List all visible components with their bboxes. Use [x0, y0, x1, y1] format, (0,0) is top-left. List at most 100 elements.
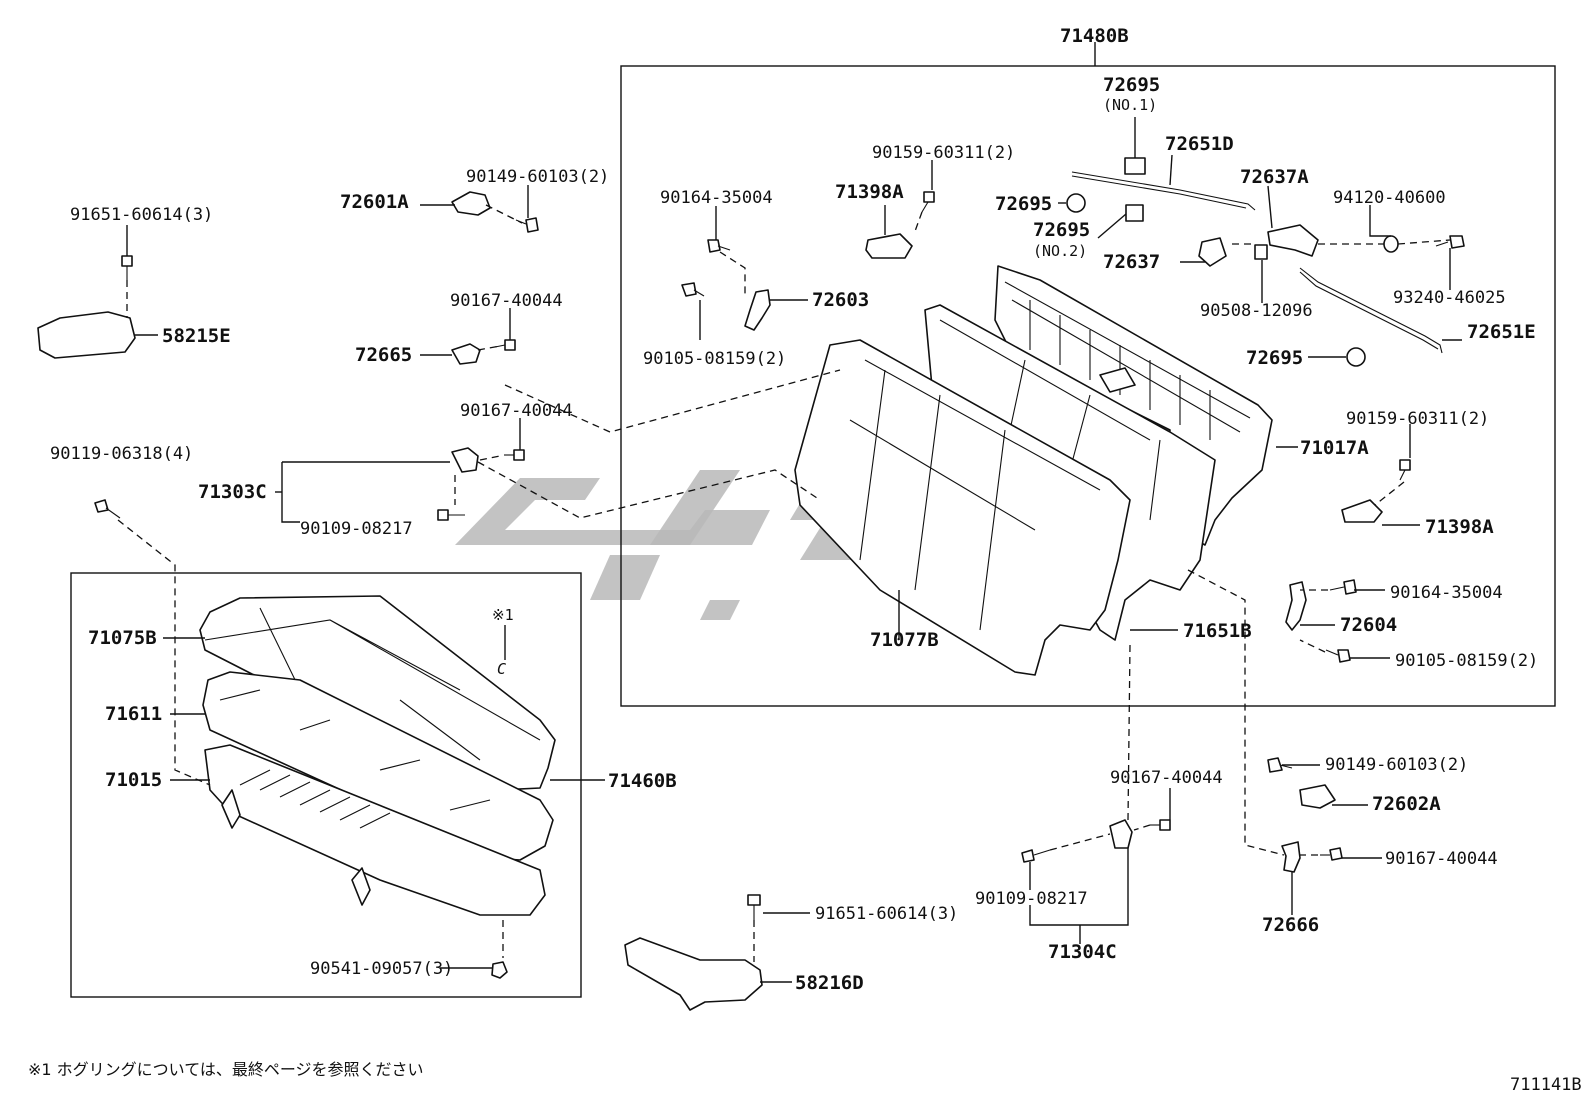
cap-72695-b: [1346, 347, 1366, 367]
bracket-72601A: [451, 191, 491, 216]
screw-90167-c: [1150, 819, 1171, 831]
dashed-lines: [117, 204, 1451, 962]
label-72651E: 72651E: [1467, 321, 1536, 343]
label-71651B: 71651B: [1183, 620, 1252, 642]
screw-90167-d: [1320, 847, 1343, 861]
cover-71398A-right: [1341, 499, 1383, 523]
bolt-93240: [1435, 235, 1465, 249]
washer-94120: [1383, 235, 1399, 253]
label-58215E: 58215E: [162, 325, 231, 347]
label-90149-60103-right: 90149-60103(2): [1325, 755, 1468, 775]
label-90159-60311-right: 90159-60311(2): [1346, 409, 1489, 429]
label-93240-46025: 93240-46025: [1393, 288, 1506, 308]
seatback-cover: [794, 339, 1131, 676]
label-72666: 72666: [1262, 914, 1319, 936]
label-72695-no2-sub: (NO.2): [1033, 242, 1087, 260]
label-71077B: 71077B: [870, 629, 939, 651]
nut-90541: [491, 961, 508, 979]
label-71398A-right: 71398A: [1425, 516, 1494, 538]
label-90164-35004-top: 90164-35004: [660, 188, 773, 208]
label-72665: 72665: [355, 344, 412, 366]
cover-71398A-top: [865, 233, 913, 259]
label-72695-no1-sub: (NO.1): [1103, 96, 1157, 114]
label-71303C: 71303C: [198, 481, 267, 503]
bolt-90109-b: [1021, 849, 1051, 863]
label-91651-60614-bottom: 91651-60614(3): [815, 904, 958, 924]
hook-72666: [1281, 841, 1301, 873]
footnote: ※1 ホグリングについては、最終ページを参照ください: [28, 1060, 424, 1079]
bracket-72665: [451, 343, 481, 365]
bracket-71303C: [451, 447, 479, 473]
screw-90105-top: [681, 282, 705, 297]
retainer-72695-no2: [1125, 204, 1144, 222]
label-90167-40044-a: 90167-40044: [450, 291, 563, 311]
screw-90167-b: [504, 449, 525, 461]
rod-72651E: [1299, 267, 1443, 354]
label-94120-40600: 94120-40600: [1333, 188, 1446, 208]
label-72695-b: 72695: [1246, 347, 1303, 369]
label-72604: 72604: [1340, 614, 1397, 636]
label-71398A-top: 71398A: [835, 181, 904, 203]
leader-lines: [126, 42, 1462, 983]
label-c: C: [497, 660, 506, 678]
label-72637A: 72637A: [1240, 166, 1309, 188]
label-90167-40044-d: 90167-40044: [1385, 849, 1498, 869]
bracket-71304C: [1109, 819, 1133, 849]
label-71611: 71611: [105, 703, 162, 725]
screw-90159-top: [921, 191, 935, 213]
label-90109-08217-b: 90109-08217: [975, 889, 1088, 909]
label-71017A: 71017A: [1300, 437, 1369, 459]
screw-90105-right: [1325, 649, 1351, 663]
label-90167-40044-c: 90167-40044: [1110, 768, 1223, 788]
label-90119-06318: 90119-06318(4): [50, 444, 193, 464]
cap-72695-a: [1066, 193, 1086, 213]
label-72602A: 72602A: [1372, 793, 1441, 815]
spring-90508: [1254, 244, 1268, 260]
label-ref1: ※1: [492, 606, 514, 624]
label-90541-09057: 90541-09057(3): [310, 959, 453, 979]
seat-cushion-pad: [202, 671, 554, 861]
cover-58216D: [624, 937, 763, 1011]
hook-72604: [1285, 581, 1307, 631]
screw-90167-a: [494, 339, 516, 351]
bolt-90119: [94, 499, 121, 519]
screw-90164-right: [1329, 579, 1357, 595]
label-71015: 71015: [105, 769, 162, 791]
label-71304C: 71304C: [1048, 941, 1117, 963]
label-71480B: 71480B: [1060, 25, 1129, 47]
bolt-91651-left: [121, 255, 133, 280]
label-90508-12096: 90508-12096: [1200, 301, 1313, 321]
part-labels: 71480B 72695 (NO.1) 72651D 72637A 94120-…: [50, 25, 1538, 994]
figure-id: 711141B: [1510, 1075, 1582, 1095]
label-90149-60103-top: 90149-60103(2): [466, 167, 609, 187]
label-72695-no2: 72695: [1033, 219, 1090, 241]
label-72637: 72637: [1103, 251, 1160, 273]
label-72695-no1: 72695: [1103, 74, 1160, 96]
label-90167-40044-b: 90167-40044: [460, 401, 573, 421]
knob-72637A: [1267, 224, 1319, 257]
label-90164-35004-right: 90164-35004: [1390, 583, 1503, 603]
hook-72603: [744, 289, 771, 331]
label-71075B: 71075B: [88, 627, 157, 649]
label-58216D: 58216D: [795, 972, 864, 994]
bracket-72602A: [1299, 784, 1336, 809]
label-90105-08159-top: 90105-08159(2): [643, 349, 786, 369]
label-90159-60311-top: 90159-60311(2): [872, 143, 1015, 163]
seat-cushion-cover: [199, 595, 556, 791]
seat-cushion-assembly-box: [70, 572, 582, 998]
screw-90149-top: [515, 217, 539, 233]
label-72601A: 72601A: [340, 191, 409, 213]
label-91651-60614-left: 91651-60614(3): [70, 205, 213, 225]
cover-58215E: [37, 311, 136, 359]
bolt-90109-a: [437, 509, 465, 521]
rod-72651D: [1071, 171, 1256, 211]
retainer-72695-no1: [1124, 157, 1146, 175]
screw-90164-top: [707, 239, 731, 253]
label-72651D: 72651D: [1165, 133, 1234, 155]
label-71460B: 71460B: [608, 770, 677, 792]
seat-cushion-frame: [204, 744, 546, 916]
bracket-72637: [1198, 237, 1227, 267]
label-90109-08217-a: 90109-08217: [300, 519, 413, 539]
label-72695-a: 72695: [995, 193, 1052, 215]
